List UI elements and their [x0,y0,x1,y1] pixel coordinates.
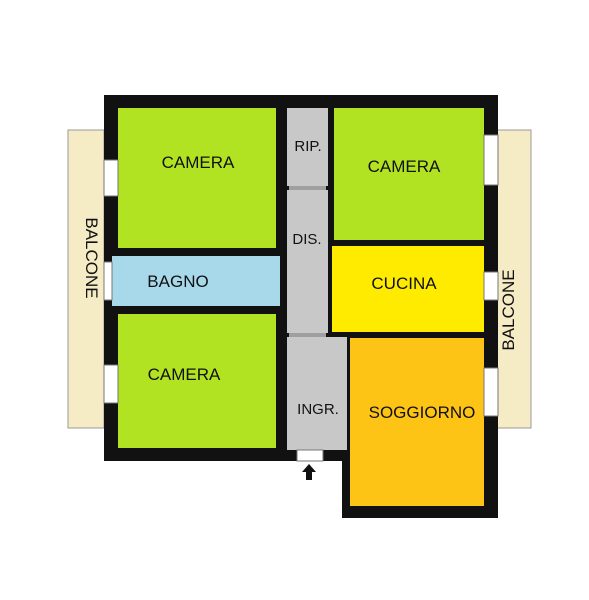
label-soggiorno: SOGGIORNO [369,403,476,422]
label-disimpegno: DIS. [292,231,321,248]
label-camera-top-left: CAMERA [162,153,235,172]
room-soggiorno [350,338,484,506]
door-rip [289,186,326,190]
door-dis [289,333,326,337]
entrance-door [296,449,324,462]
room-ripostiglio [287,108,328,186]
room-camera-top-right [334,108,484,240]
label-ingresso: INGR. [297,401,339,418]
balcony-left [67,129,105,429]
windows-right [483,134,499,417]
room-cucina [332,246,484,332]
label-balcony-right: BALCONE [499,269,518,350]
entrance-arrow-icon [302,464,316,480]
label-ripostiglio: RIP. [294,138,321,155]
room-bagno [112,256,280,306]
room-camera-top-left [118,108,276,248]
room-disimpegno [287,190,328,333]
label-cucina: CUCINA [371,274,437,293]
label-balcony-left: BALCONE [82,217,101,298]
label-camera-bottom-left: CAMERA [148,365,221,384]
label-bagno: BAGNO [147,272,208,291]
windows-left [103,159,119,404]
balcony-right [496,129,532,429]
room-ingresso [287,337,347,450]
label-camera-top-right: CAMERA [368,157,441,176]
room-camera-bottom-left [118,314,276,448]
